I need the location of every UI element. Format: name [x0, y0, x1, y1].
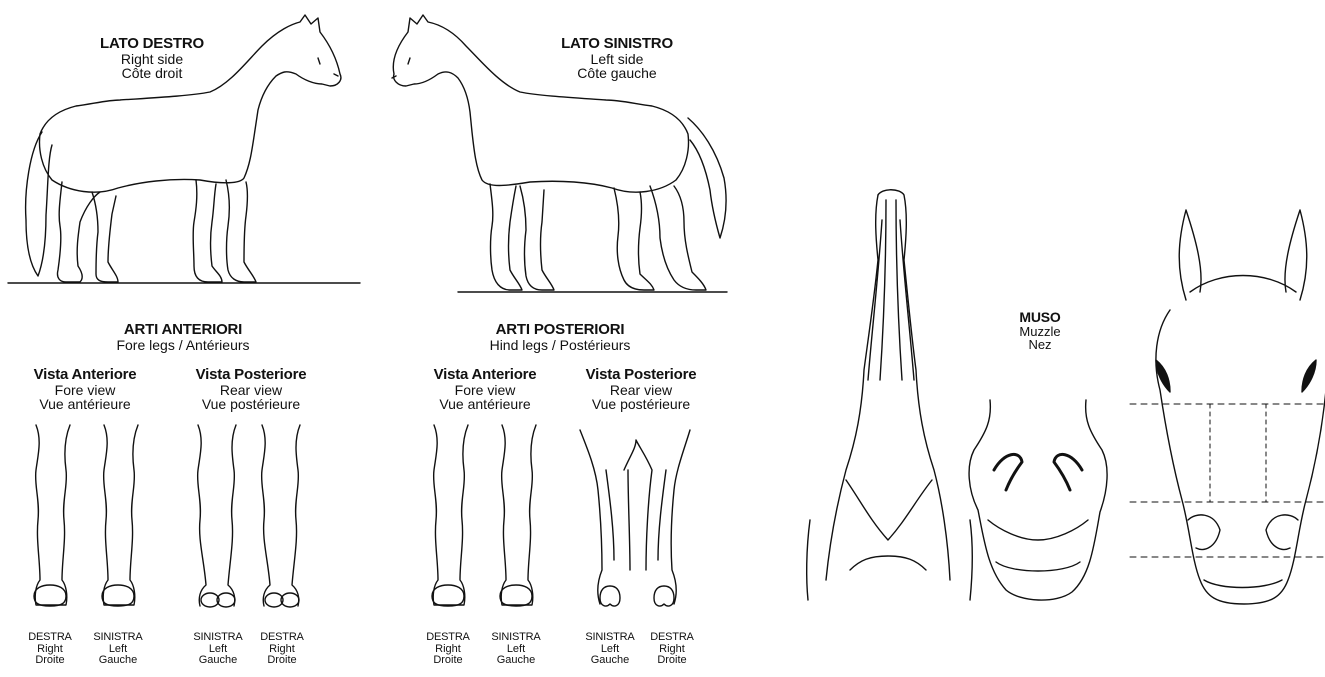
label-fore-legs-sub: Fore legs / Antérieurs [88, 338, 278, 353]
leg-label: SINISTRA Left Gauche [88, 632, 148, 667]
horse-head-top-view [807, 190, 973, 600]
label-fore-fore-view-title: Vista Anteriore [10, 367, 160, 383]
leg-label-fr: Gauche [580, 655, 640, 667]
leg-label-fr: Droite [252, 655, 312, 667]
horse-head-front-view [1130, 210, 1325, 604]
label-muzzle-en: Muzzle [1000, 325, 1080, 339]
label-hind-legs-sub: Hind legs / Postérieurs [460, 338, 660, 353]
label-hind-rear-view: Vista Posteriore Rear view Vue postérieu… [566, 367, 716, 412]
leg-label-fr: Droite [418, 655, 478, 667]
leg-label: SINISTRA Left Gauche [486, 632, 546, 667]
label-fore-rear-view-title: Vista Posteriore [176, 367, 326, 383]
fore-legs-rear-view [198, 425, 300, 607]
leg-label-it: DESTRA [418, 632, 478, 644]
label-left-side-title: LATO SINISTRO [532, 36, 702, 52]
label-hind-legs-title: ARTI POSTERIORI [460, 322, 660, 338]
hind-legs-rear-view [580, 430, 690, 606]
hind-legs-fore-view [432, 425, 536, 606]
label-fore-rear-view: Vista Posteriore Rear view Vue postérieu… [176, 367, 326, 412]
label-right-side: LATO DESTRO Right side Côte droit [72, 36, 232, 81]
label-fore-rear-view-fr: Vue postérieure [176, 397, 326, 412]
leg-label-it: DESTRA [642, 632, 702, 644]
muzzle-drawing [969, 400, 1107, 600]
leg-label-it: DESTRA [252, 632, 312, 644]
label-hind-fore-view-title: Vista Anteriore [410, 367, 560, 383]
fore-legs-fore-view [34, 425, 138, 606]
label-fore-fore-view: Vista Anteriore Fore view Vue antérieure [10, 367, 160, 412]
label-left-side: LATO SINISTRO Left side Côte gauche [532, 36, 702, 81]
label-hind-rear-view-title: Vista Posteriore [566, 367, 716, 383]
leg-label: DESTRA Right Droite [418, 632, 478, 667]
label-right-side-en: Right side [72, 52, 232, 67]
label-muzzle: MUSO Muzzle Nez [1000, 310, 1080, 352]
label-right-side-fr: Côte droit [72, 66, 232, 81]
label-left-side-en: Left side [532, 52, 702, 67]
leg-label: DESTRA Right Droite [642, 632, 702, 667]
label-hind-fore-view-fr: Vue antérieure [410, 397, 560, 412]
label-left-side-fr: Côte gauche [532, 66, 702, 81]
label-hind-legs: ARTI POSTERIORI Hind legs / Postérieurs [460, 322, 660, 352]
label-hind-rear-view-fr: Vue postérieure [566, 397, 716, 412]
leg-label-it: SINISTRA [580, 632, 640, 644]
label-muzzle-fr: Nez [1000, 338, 1080, 352]
label-fore-legs: ARTI ANTERIORI Fore legs / Antérieurs [88, 322, 278, 352]
label-fore-fore-view-fr: Vue antérieure [10, 397, 160, 412]
leg-label: DESTRA Right Droite [252, 632, 312, 667]
label-muzzle-title: MUSO [1000, 310, 1080, 325]
label-hind-fore-view-en: Fore view [410, 383, 560, 398]
label-hind-fore-view: Vista Anteriore Fore view Vue antérieure [410, 367, 560, 412]
label-fore-fore-view-en: Fore view [10, 383, 160, 398]
leg-label-fr: Droite [20, 655, 80, 667]
leg-label-it: SINISTRA [486, 632, 546, 644]
leg-label-it: DESTRA [20, 632, 80, 644]
leg-label: DESTRA Right Droite [20, 632, 80, 667]
label-fore-legs-title: ARTI ANTERIORI [88, 322, 278, 338]
label-hind-rear-view-en: Rear view [566, 383, 716, 398]
label-fore-rear-view-en: Rear view [176, 383, 326, 398]
leg-label-fr: Droite [642, 655, 702, 667]
leg-label-fr: Gauche [188, 655, 248, 667]
leg-label-fr: Gauche [486, 655, 546, 667]
leg-label: SINISTRA Left Gauche [188, 632, 248, 667]
leg-label: SINISTRA Left Gauche [580, 632, 640, 667]
leg-label-fr: Gauche [88, 655, 148, 667]
label-right-side-title: LATO DESTRO [72, 36, 232, 52]
leg-label-it: SINISTRA [88, 632, 148, 644]
leg-label-it: SINISTRA [188, 632, 248, 644]
